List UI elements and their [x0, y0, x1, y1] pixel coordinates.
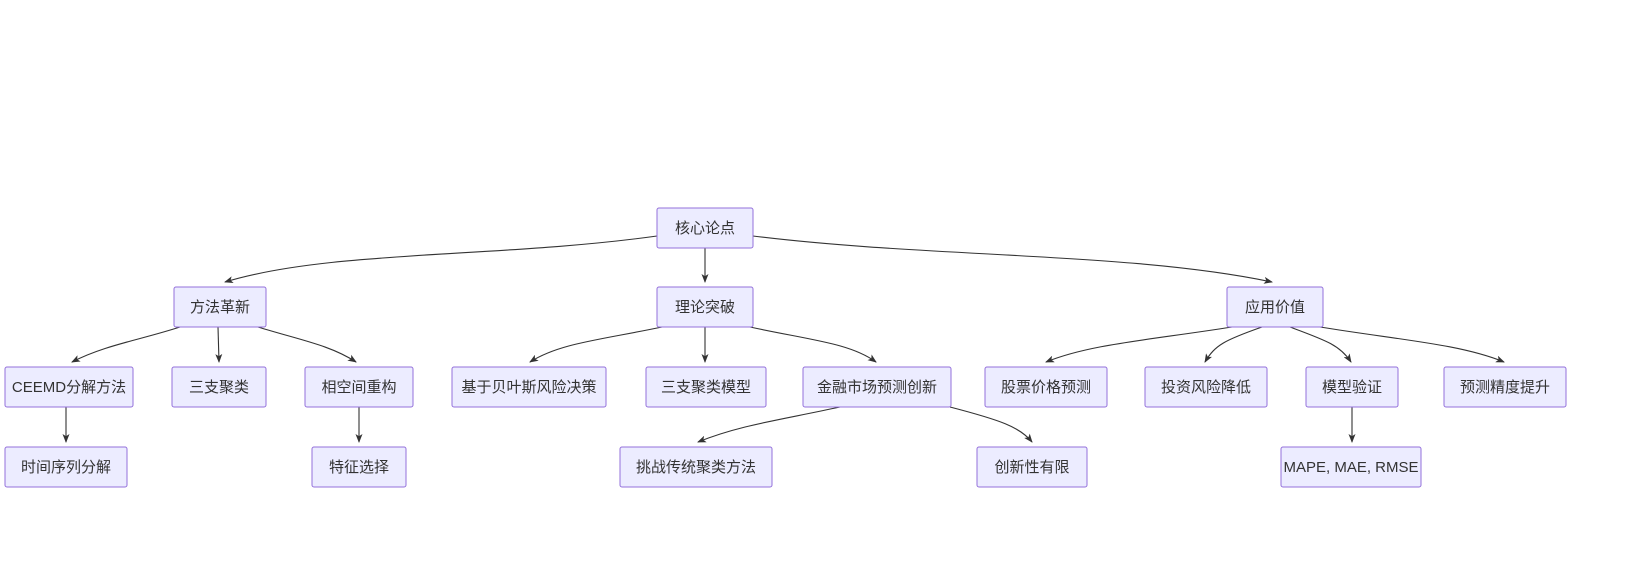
node-box-l3b[interactable] — [171, 366, 267, 408]
edges-layer — [62, 235, 1505, 443]
node-l2b[interactable]: 理论突破 — [656, 286, 754, 328]
edge-l2a-to-l3c — [257, 326, 357, 363]
node-box-l3h[interactable] — [1144, 366, 1268, 408]
node-box-l3e[interactable] — [645, 366, 767, 408]
edge-l2c-to-l3h — [1204, 326, 1263, 363]
node-box-l3j[interactable] — [1443, 366, 1567, 408]
nodes-layer: 核心论点方法革新 理论突破 应用价值 CEEMD分解方法三支聚类相空间重构基于贝叶斯风… — [4, 207, 1567, 488]
node-l4a[interactable]: 时间序列分解 — [4, 446, 128, 488]
edge-l2b-to-l3f — [749, 326, 877, 363]
node-box-l2a[interactable] — [173, 286, 267, 328]
node-box-l2b[interactable] — [656, 286, 754, 328]
edge-l2a-to-l3a — [71, 326, 181, 363]
node-l3g[interactable]: 股票价格预测 — [984, 366, 1108, 408]
node-box-l4a[interactable] — [4, 446, 128, 488]
node-box-root[interactable] — [656, 207, 754, 249]
node-box-l3d[interactable] — [451, 366, 607, 408]
node-l2c[interactable]: 应用价值 — [1226, 286, 1324, 328]
edge-l2c-to-l3j — [1319, 326, 1505, 363]
edge-root-to-l2a — [224, 235, 658, 284]
node-l3b[interactable]: 三支聚类 — [171, 366, 267, 408]
node-l3c[interactable]: 相空间重构 — [304, 366, 414, 408]
edge-root-to-l2c — [752, 235, 1273, 284]
node-box-l4d[interactable] — [976, 446, 1088, 488]
node-box-l2c[interactable] — [1226, 286, 1324, 328]
node-l4d[interactable]: 创新性有限 — [976, 446, 1088, 488]
edge-l3f-to-l4d — [949, 406, 1033, 443]
node-box-l4b[interactable] — [311, 446, 407, 488]
node-root[interactable]: 核心论点 — [656, 207, 754, 249]
node-l3j[interactable]: 预测精度提升 — [1443, 366, 1567, 408]
node-box-l3f[interactable] — [802, 366, 952, 408]
edge-l2a-to-l3b — [215, 326, 223, 363]
node-box-l4e[interactable] — [1280, 446, 1422, 488]
node-l3h[interactable]: 投资风险降低 — [1144, 366, 1268, 408]
node-l3d[interactable]: 基于贝叶斯风险决策 — [451, 366, 607, 408]
edge-l2c-to-l3g — [1045, 326, 1233, 363]
node-l4e[interactable]: MAPE, MAE, RMSE — [1280, 446, 1422, 488]
node-box-l3g[interactable] — [984, 366, 1108, 408]
node-l3i[interactable]: 模型验证 — [1305, 366, 1399, 408]
node-l2a[interactable]: 方法革新 — [173, 286, 267, 328]
node-l3a[interactable]: CEEMD分解方法 — [4, 366, 134, 408]
node-l4b[interactable]: 特征选择 — [311, 446, 407, 488]
node-box-l3a[interactable] — [4, 366, 134, 408]
node-box-l3i[interactable] — [1305, 366, 1399, 408]
node-l3e[interactable]: 三支聚类模型 — [645, 366, 767, 408]
node-box-l3c[interactable] — [304, 366, 414, 408]
node-l3f[interactable]: 金融市场预测创新 — [802, 366, 952, 408]
node-l4c[interactable]: 挑战传统聚类方法 — [619, 446, 773, 488]
node-box-l4c[interactable] — [619, 446, 773, 488]
edge-l2b-to-l3d — [529, 326, 663, 363]
edge-l3f-to-l4c — [697, 406, 841, 443]
edge-l2c-to-l3i — [1289, 326, 1352, 363]
